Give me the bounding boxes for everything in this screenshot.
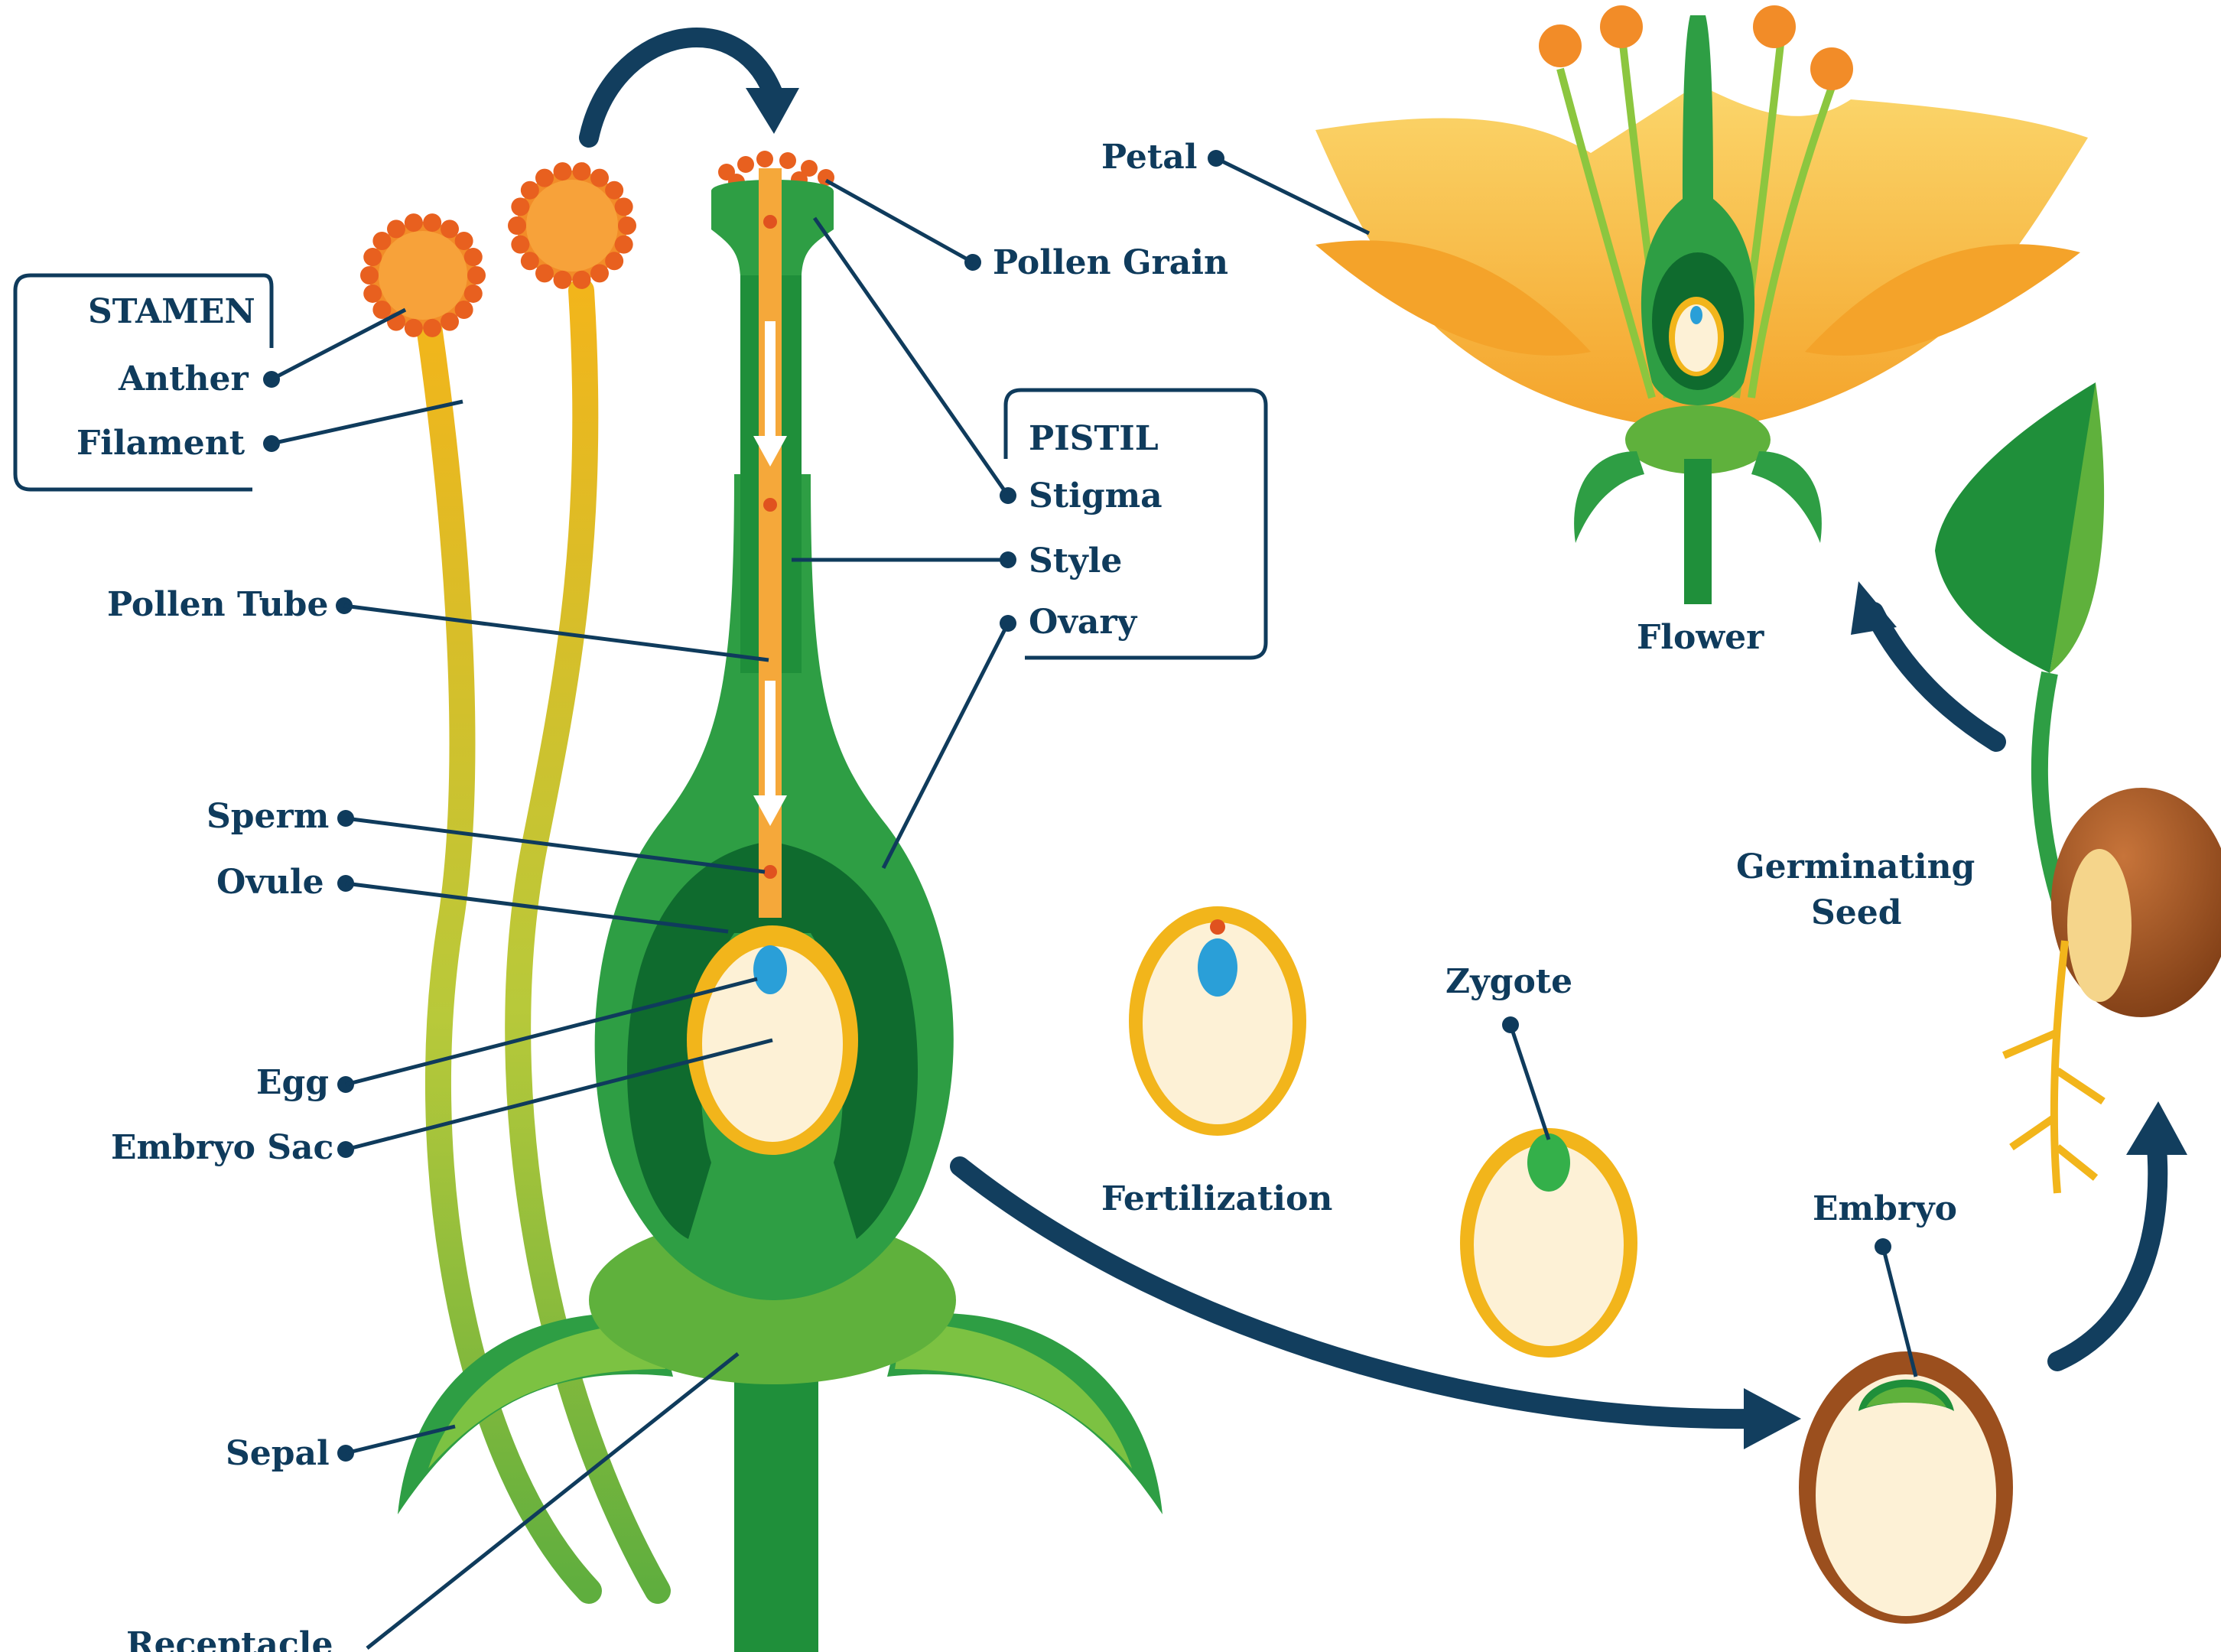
pollen-granule — [455, 232, 473, 250]
small-sepal-right — [1751, 451, 1822, 543]
germinating-seed — [1935, 382, 2221, 1193]
pollen-granule — [363, 248, 382, 266]
germinating-seed-label-1: Germinating — [1736, 847, 1975, 886]
ovary-label: Ovary — [1029, 603, 1138, 642]
pollen-granule — [405, 319, 423, 337]
pollen-granule — [423, 319, 441, 337]
pollen-granule — [511, 197, 529, 216]
germinating-seed-label-2: Seed — [1811, 893, 1902, 932]
pollen-granule — [508, 216, 526, 235]
pollen-granule — [573, 162, 591, 180]
pollen-granule — [387, 220, 405, 238]
small-anther-2 — [1600, 5, 1643, 48]
pollen-granule — [455, 301, 473, 319]
pistil-heading: PISTIL — [1029, 419, 1159, 458]
pollen-granule — [511, 236, 529, 254]
small-stem — [1684, 459, 1712, 604]
stamen-box-right — [260, 275, 272, 348]
pollination-arrow — [589, 37, 772, 138]
receptacle-label: Receptacle — [126, 1625, 333, 1652]
pollen-granule — [779, 152, 796, 169]
ovule-label: Ovule — [216, 863, 324, 902]
pollen-granule — [590, 264, 609, 282]
development-arrowhead — [1744, 1388, 1801, 1449]
pollen-granule — [605, 252, 623, 270]
zygote-label: Zygote — [1445, 962, 1572, 1001]
ovary-leader — [883, 623, 1008, 868]
embryo-sac-label: Embryo Sac — [111, 1128, 333, 1167]
pollen-grain-label: Pollen Grain — [993, 243, 1228, 282]
small-anther-1 — [1539, 24, 1582, 67]
pollen-granule — [405, 213, 423, 232]
pollen-granule — [756, 151, 773, 167]
flower-label: Flower — [1637, 618, 1764, 657]
pollen-granule — [737, 156, 754, 173]
pollen-tube-label: Pollen Tube — [107, 585, 328, 624]
zygote-leader — [1510, 1025, 1549, 1140]
germination-arrowhead — [2126, 1101, 2187, 1155]
growth-arrowhead — [1851, 581, 1897, 635]
small-anther-4 — [1810, 47, 1853, 90]
pollen-granule — [590, 169, 609, 187]
pollen-granule — [618, 216, 636, 235]
stigma-label: Stigma — [1029, 476, 1163, 515]
petal-label: Petal — [1101, 138, 1197, 177]
pollen-granule — [441, 313, 459, 331]
pollen-granule — [615, 236, 633, 254]
pollen-granule — [535, 264, 554, 282]
pollen-granule — [521, 252, 539, 270]
pollen-granule — [521, 181, 539, 200]
small-sepal-left — [1574, 451, 1644, 543]
sperm-label: Sperm — [206, 797, 329, 836]
pollen-granule — [573, 271, 591, 289]
pollen-granule — [464, 248, 483, 266]
germination-arrow — [2057, 1147, 2158, 1361]
embryo-seed — [1799, 1351, 2013, 1624]
stamen-heading: STAMEN — [88, 292, 255, 331]
pollen-granule — [372, 301, 391, 319]
pollen-granule — [423, 213, 441, 232]
pollen-granule — [464, 285, 483, 303]
egg-shape — [753, 945, 787, 994]
pollen-granule — [441, 220, 459, 238]
egg-label: Egg — [256, 1063, 329, 1102]
pollen-granule — [553, 162, 571, 180]
style-label: Style — [1029, 541, 1122, 580]
anther-label: Anther — [118, 359, 249, 398]
receptacle-leader — [367, 1354, 738, 1648]
sepal-label: Sepal — [226, 1434, 330, 1473]
fertilization-ovule — [1129, 906, 1306, 1136]
pollen-granule — [467, 266, 486, 285]
pollen-granule — [553, 271, 571, 289]
fertilization-label: Fertilization — [1101, 1179, 1332, 1218]
anther-leader — [272, 310, 405, 379]
small-egg — [1690, 306, 1702, 324]
pollen-granule — [360, 266, 379, 285]
pollen-granule — [363, 285, 382, 303]
pollen-grain-leader — [826, 180, 973, 262]
small-anther-3 — [1753, 5, 1796, 48]
zygote-ovule — [1460, 1128, 1637, 1358]
growth-arrow — [1874, 612, 1996, 742]
embryo-label: Embryo — [1813, 1189, 1957, 1228]
seed-cotyledon — [2067, 849, 2132, 1002]
filament-label: Filament — [76, 424, 246, 463]
pollen-granule — [615, 197, 633, 216]
pollen-granule — [535, 169, 554, 187]
pollen-granule — [372, 232, 391, 250]
pollen-granule — [605, 181, 623, 200]
pollination-arrowhead — [746, 88, 799, 134]
